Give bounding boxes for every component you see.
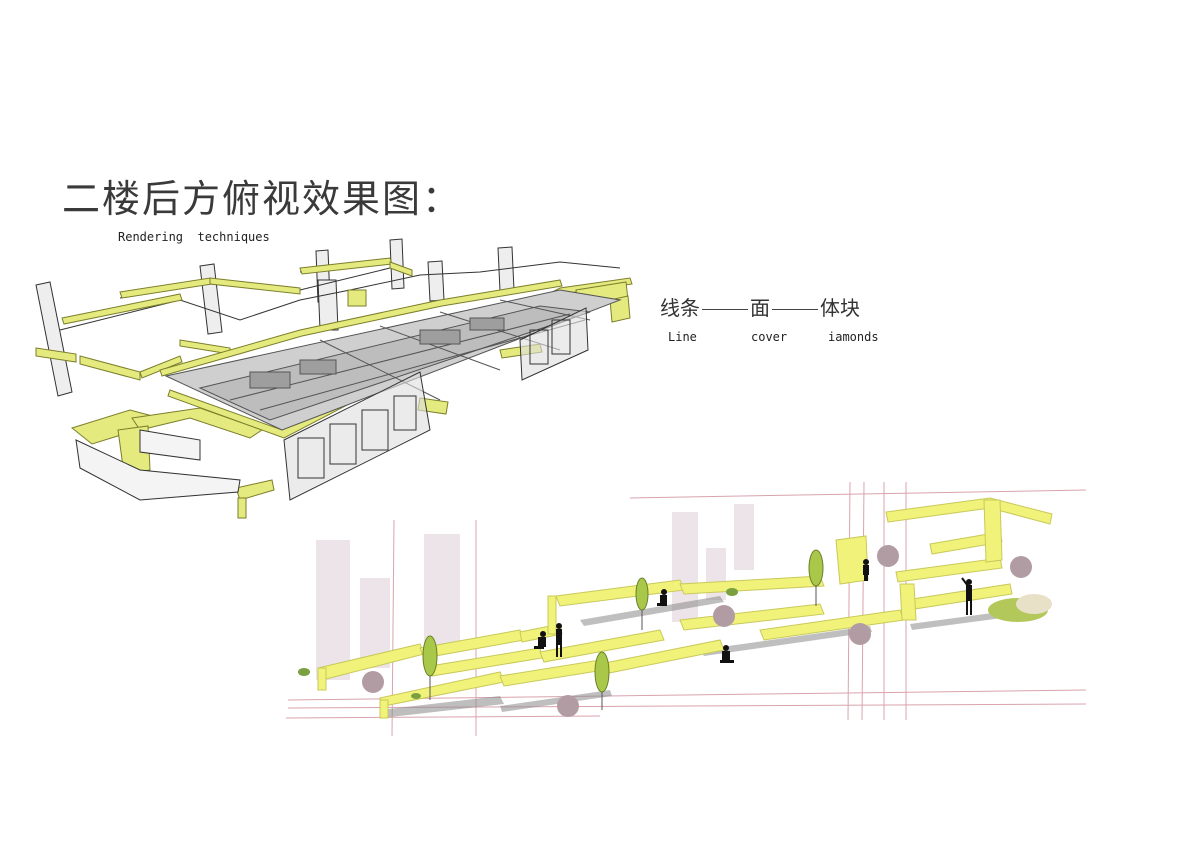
- concept-block-zh: 体块: [820, 296, 860, 320]
- glass-pavilion: [283, 307, 589, 501]
- shrubs: [298, 588, 1052, 699]
- concept-cover-en: cover: [751, 330, 788, 344]
- concept-line-en: Line: [668, 330, 697, 344]
- concept-dash: [702, 309, 748, 310]
- concept-line-zh: 线条: [660, 296, 700, 320]
- ghost-volumes: [316, 504, 754, 680]
- concept-heading: 线条 面 体块: [660, 292, 860, 321]
- glass-roof: [164, 289, 622, 431]
- lower-base: [75, 429, 241, 501]
- page-title: 二楼后方俯视效果图：: [62, 177, 463, 221]
- concept-cover-zh: 面: [750, 296, 770, 320]
- bench-shadows: [380, 596, 1002, 718]
- human-figures: [534, 559, 972, 663]
- trees: [422, 549, 824, 710]
- circles: [362, 545, 1032, 717]
- rendering-subtitle: Rendering techniques: [118, 230, 270, 244]
- concept-block-en: iamonds: [828, 330, 879, 344]
- building-columns: [35, 238, 515, 397]
- concept-dash: [772, 309, 818, 310]
- bench-paths: [317, 497, 1053, 719]
